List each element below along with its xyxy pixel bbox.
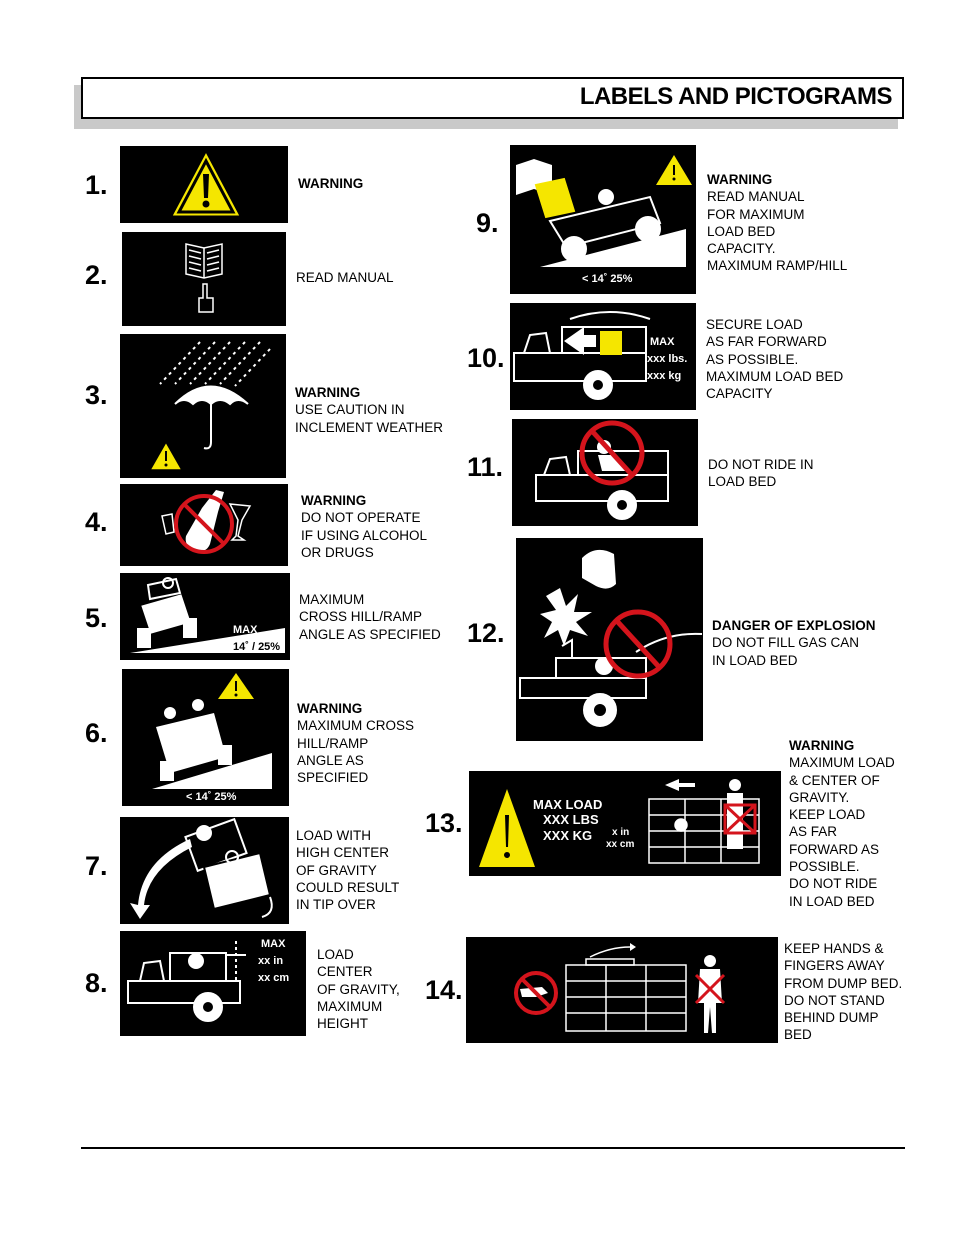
label-3: WARNING USE CAUTION IN INCLEMENT WEATHER — [295, 385, 444, 435]
pictogram-secure-load: MAX xxx lbs. xxx kg — [510, 303, 696, 410]
slope-icon — [130, 628, 285, 653]
vehicle-icon — [137, 577, 197, 648]
warning-triangle-icon — [171, 150, 241, 217]
pictogram-weather — [120, 334, 286, 478]
load-icon — [600, 331, 622, 355]
bottle-icon — [185, 490, 224, 552]
slope-icon — [152, 753, 272, 789]
footer-rule — [81, 1147, 905, 1149]
pic-text-angle: 14˚ / 25% — [233, 641, 280, 653]
pictogram-max-load: MAX LOAD XXX LBS XXX KG x in xx cm — [469, 771, 781, 876]
pic-text-in: x in — [612, 827, 629, 838]
utility-vehicle-icon — [535, 450, 669, 520]
tipping-vehicle-icon — [184, 817, 273, 918]
utility-vehicle-icon — [513, 311, 651, 400]
item-number: 8. — [85, 968, 108, 998]
pictogram-no-alcohol — [120, 484, 288, 566]
pic-text-max-load: MAX LOAD — [533, 797, 602, 812]
explosion-icon — [540, 588, 592, 646]
item-number: 2. — [85, 260, 108, 290]
curved-arrow-icon — [130, 839, 192, 919]
warning-triangle-icon — [148, 440, 184, 471]
pictogram-max-cross-hill: < 14˚ 25% — [122, 669, 289, 806]
label-14: KEEP HANDS & FINGERS AWAY FROM DUMP BED.… — [784, 941, 903, 1043]
item-number: 14. — [425, 975, 463, 1005]
pictogram-tip-over — [120, 817, 289, 924]
pictogram-cross-hill: MAX 14˚ / 25% — [120, 573, 290, 660]
pic-text-kg: XXX KG — [543, 828, 592, 843]
label-1: WARNING — [298, 176, 364, 191]
umbrella-icon — [174, 385, 249, 450]
item-number: 1. — [85, 170, 108, 200]
glass-icon — [161, 503, 252, 541]
slope-icon — [540, 229, 686, 267]
pic-text-lbs: XXX LBS — [543, 812, 599, 827]
pictogram-explosion — [516, 538, 703, 741]
prohibition-icon — [603, 609, 673, 679]
arrow-left-icon — [564, 327, 596, 355]
open-book-icon — [185, 243, 223, 279]
label-6: WARNING MAXIMUM CROSS HILL/RAMP ANGLE AS… — [297, 701, 415, 786]
utility-vehicle-icon — [519, 632, 703, 727]
page-title: LABELS AND PICTOGRAMS — [579, 83, 893, 110]
rain-icon — [159, 341, 271, 387]
prohibition-icon — [174, 494, 234, 554]
pictogram-read-manual — [122, 232, 286, 326]
label-8: LOAD CENTER OF GRAVITY, MAXIMUM HEIGHT — [317, 947, 400, 1032]
pictogram-dump-bed — [466, 937, 778, 1043]
vehicle-on-ramp-icon — [534, 177, 662, 262]
pic-text-cm: xx cm — [606, 839, 634, 850]
pic-text-angle: < 14˚ 25% — [186, 791, 237, 803]
label-11: DO NOT RIDE IN LOAD BED — [708, 457, 814, 490]
label-12: DANGER OF EXPLOSION DO NOT FILL GAS CAN … — [712, 618, 876, 668]
pic-text-max: MAX — [650, 336, 675, 348]
item-number: 6. — [85, 718, 108, 748]
item-number: 4. — [85, 507, 108, 537]
cross-icon — [723, 803, 757, 835]
pic-text-kg: xxx kg — [647, 370, 681, 382]
arrow-left-icon — [665, 779, 695, 791]
label-7: LOAD WITH HIGH CENTER OF GRAVITY COULD R… — [296, 828, 400, 913]
pictogram-load-cog-height: MAX xx in xx cm — [120, 931, 306, 1036]
label-13: WARNING MAXIMUM LOAD & CENTER OF GRAVITY… — [789, 738, 895, 909]
pictogram-no-riding — [512, 419, 698, 526]
item-number: 5. — [85, 603, 108, 633]
item-number: 7. — [85, 851, 108, 881]
warning-triangle-icon — [218, 673, 254, 699]
label-5: MAXIMUM CROSS HILL/RAMP ANGLE AS SPECIFI… — [299, 592, 441, 642]
item-number: 12. — [467, 618, 505, 648]
pictogram-ramp-capacity: < 14˚ 25% — [510, 145, 696, 294]
item-number: 9. — [476, 208, 499, 238]
pic-text-angle: < 14˚ 25% — [582, 273, 633, 285]
pic-text-lbs: xxx lbs. — [647, 353, 687, 365]
warning-triangle-icon — [656, 155, 692, 185]
label-2: READ MANUAL — [296, 270, 394, 285]
item-number: 11. — [467, 452, 504, 482]
vehicle-with-riders-icon — [156, 699, 232, 781]
pointing-hand-icon — [198, 283, 214, 313]
header-box: LABELS AND PICTOGRAMS — [81, 77, 904, 119]
prohibition-icon — [579, 420, 645, 486]
pictogram-warning — [120, 146, 288, 223]
dump-bed-icon — [565, 958, 687, 1032]
pic-text-cm: xx cm — [258, 972, 289, 984]
pic-text-max: MAX — [261, 938, 286, 950]
pic-text-max: MAX — [233, 624, 258, 636]
cross-icon — [694, 973, 726, 1005]
label-10: SECURE LOAD AS FAR FORWARD AS POSSIBLE. … — [706, 317, 844, 402]
item-number: 13. — [425, 808, 463, 838]
label-4: WARNING DO NOT OPERATE IF USING ALCOHOL … — [301, 493, 428, 560]
person-icon — [698, 955, 722, 1033]
prohibition-icon — [514, 971, 558, 1015]
item-number: 3. — [85, 380, 108, 410]
person-icon — [727, 779, 743, 849]
pic-text-in: xx in — [258, 955, 283, 967]
label-9: WARNING READ MANUAL FOR MAXIMUM LOAD BED… — [707, 172, 848, 274]
item-number: 10. — [467, 343, 505, 373]
tilt-arrow-icon — [589, 946, 631, 958]
warning-triangle-icon — [479, 789, 535, 867]
utility-vehicle-icon — [127, 941, 246, 1022]
gas-can-icon — [582, 549, 616, 589]
